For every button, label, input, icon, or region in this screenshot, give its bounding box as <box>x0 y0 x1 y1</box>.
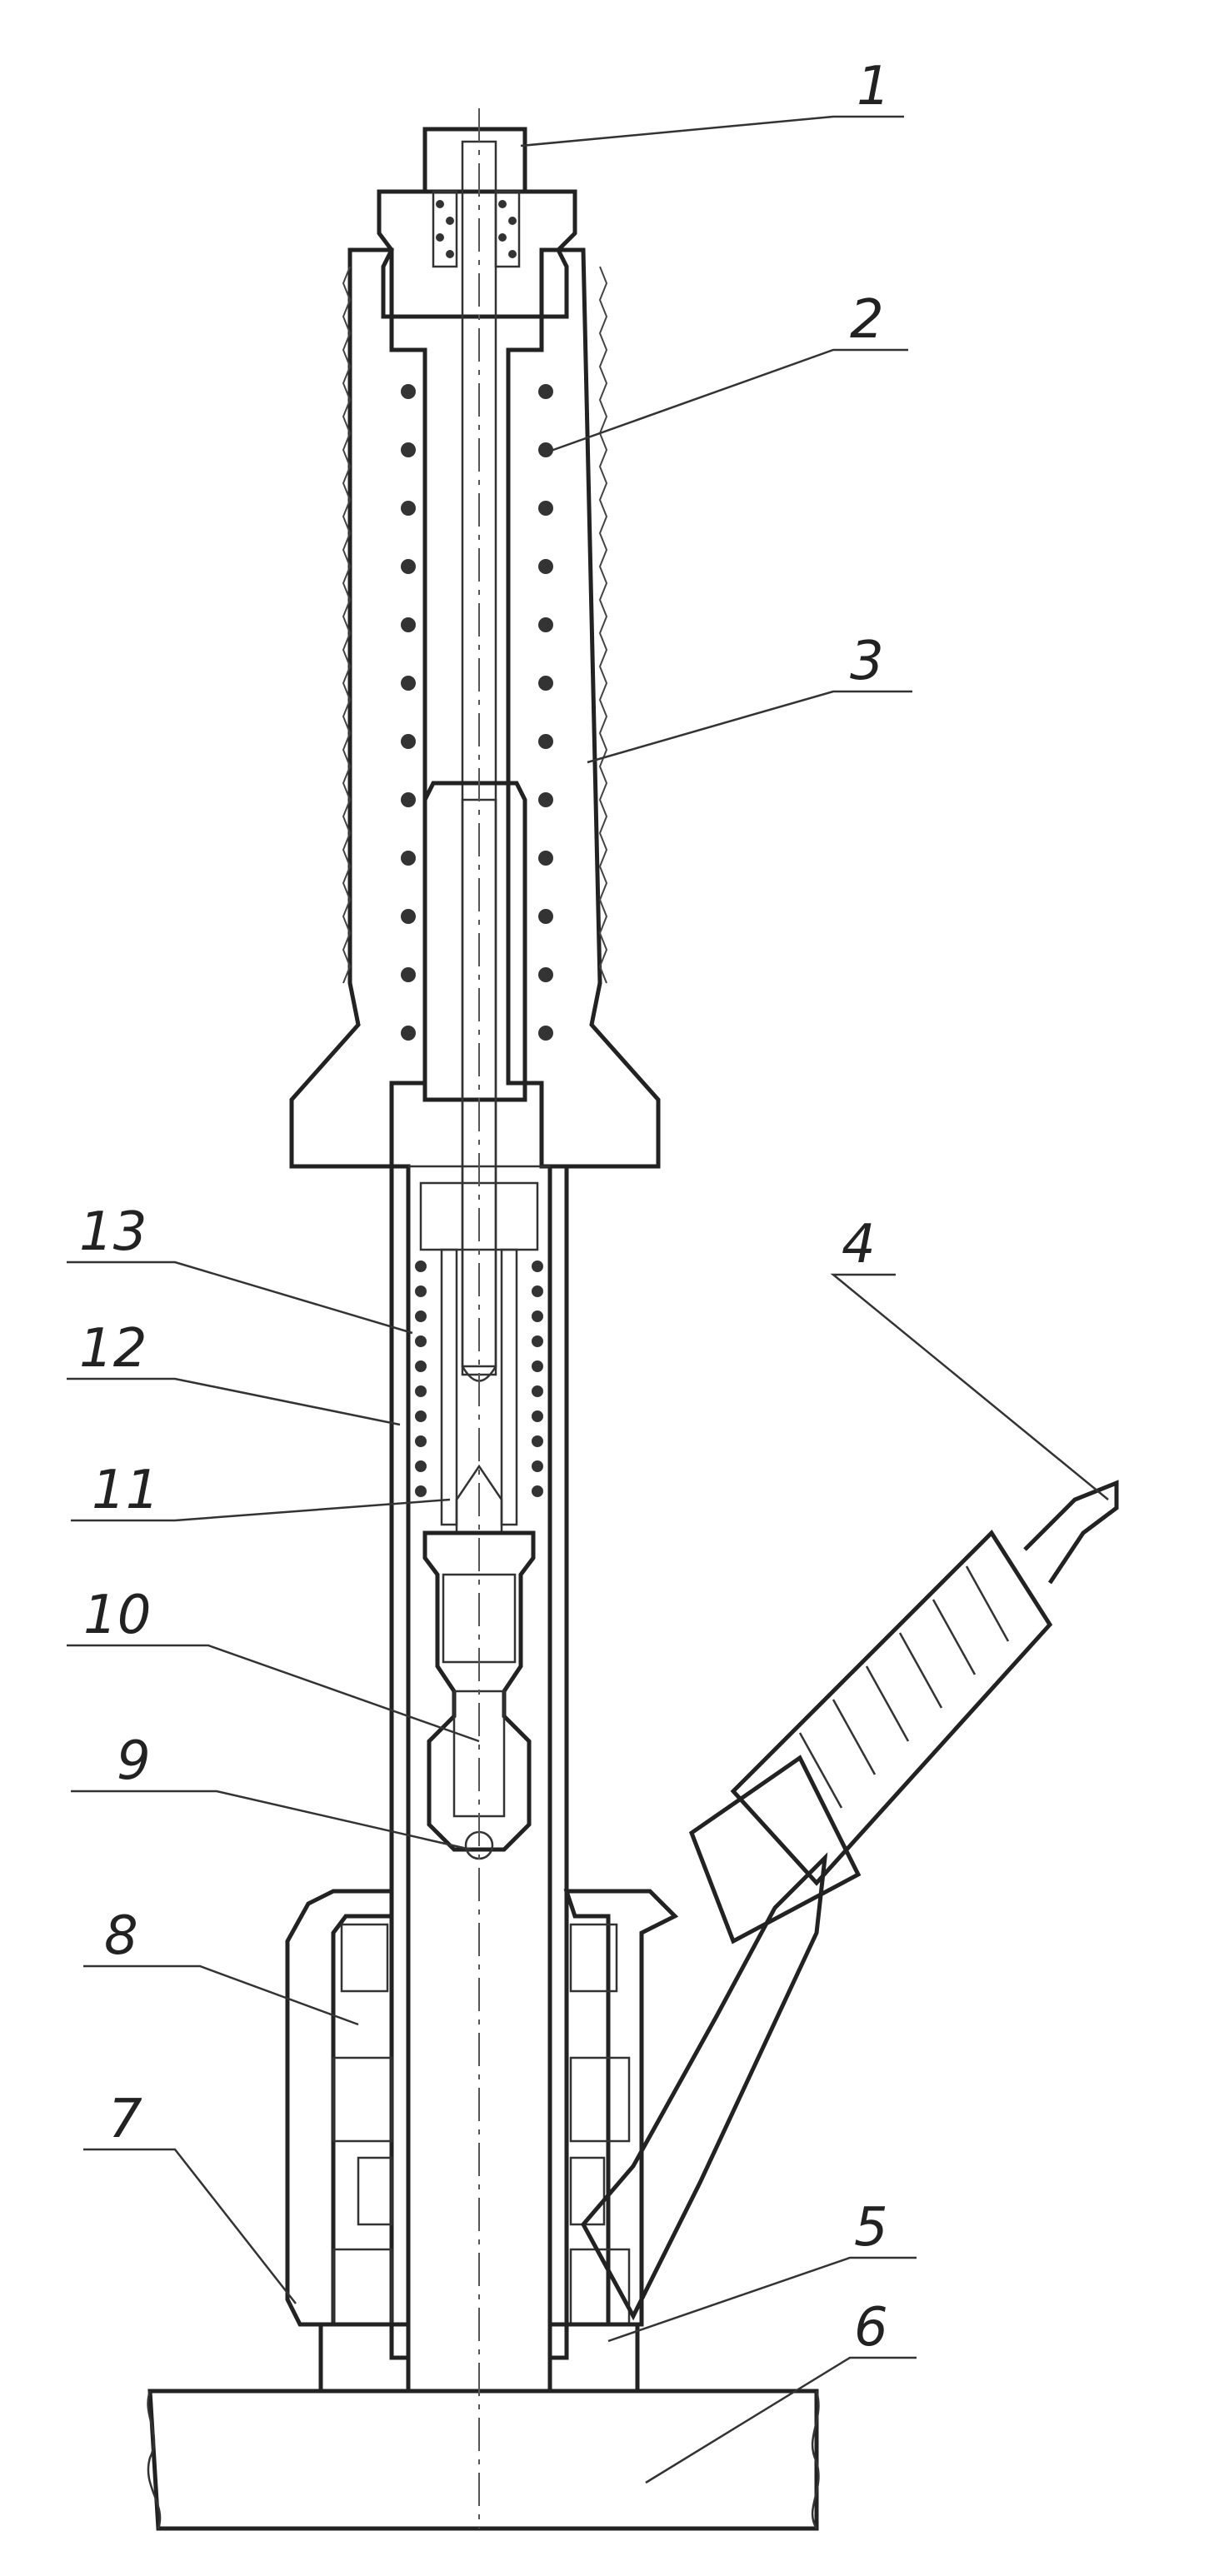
small-spring <box>415 1261 543 1497</box>
inner-sleeve <box>440 1248 518 1535</box>
top-cap <box>377 127 577 319</box>
callout-4: 4 <box>842 1214 876 1276</box>
leader-lines <box>67 115 1109 2484</box>
lower-housing <box>285 1889 679 2327</box>
callout-3: 3 <box>850 631 884 692</box>
callout-6: 6 <box>854 2297 888 2359</box>
callout-1: 1 <box>857 56 891 117</box>
callout-8: 8 <box>104 1905 138 1967</box>
thread-marks <box>436 200 517 258</box>
callout-labels: 1 2 3 4 5 6 7 8 9 10 11 12 13 <box>79 56 891 2359</box>
callout-13: 13 <box>79 1201 147 1263</box>
callout-5: 5 <box>854 2197 888 2259</box>
callout-10: 10 <box>83 1585 151 1646</box>
handle-body <box>289 247 661 1169</box>
callout-9: 9 <box>117 1730 151 1792</box>
callout-12: 12 <box>79 1318 147 1380</box>
callout-2: 2 <box>850 289 884 351</box>
coil-segments <box>798 1565 1010 1809</box>
callout-7: 7 <box>108 2089 142 2150</box>
callout-11: 11 <box>92 1460 159 1521</box>
bottom-nut <box>318 2322 640 2394</box>
main-spring <box>401 384 553 1041</box>
base-plate <box>147 2389 820 2531</box>
cable-branch <box>580 1480 1119 2321</box>
